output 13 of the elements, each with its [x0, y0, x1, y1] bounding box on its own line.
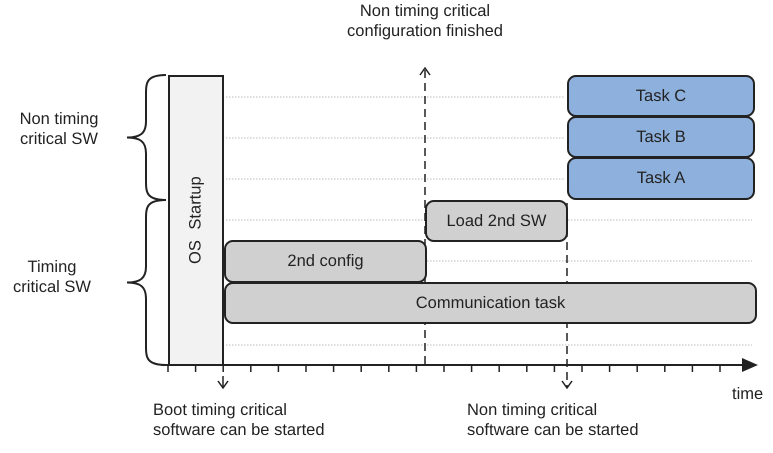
group-label: Non timing critical SW [18, 110, 100, 150]
group-label: Timing critical SW [12, 258, 92, 298]
task-bar: Task A [567, 157, 755, 200]
task-bar: Task C [567, 75, 755, 117]
task-bar: Load 2nd SW [425, 200, 568, 242]
event-annotation: Boot timing critical software can be started [153, 401, 326, 441]
task-bar: 2nd config [224, 240, 427, 283]
axis-label: time [732, 385, 764, 405]
startup-bar: OS Startup [168, 75, 224, 366]
event-annotation: Non timing critical software can be started [467, 401, 640, 441]
event-annotation: Non timing critical configuration finished [346, 2, 504, 42]
task-bar: Communication task [224, 282, 757, 324]
task-bar: Task B [567, 116, 755, 158]
